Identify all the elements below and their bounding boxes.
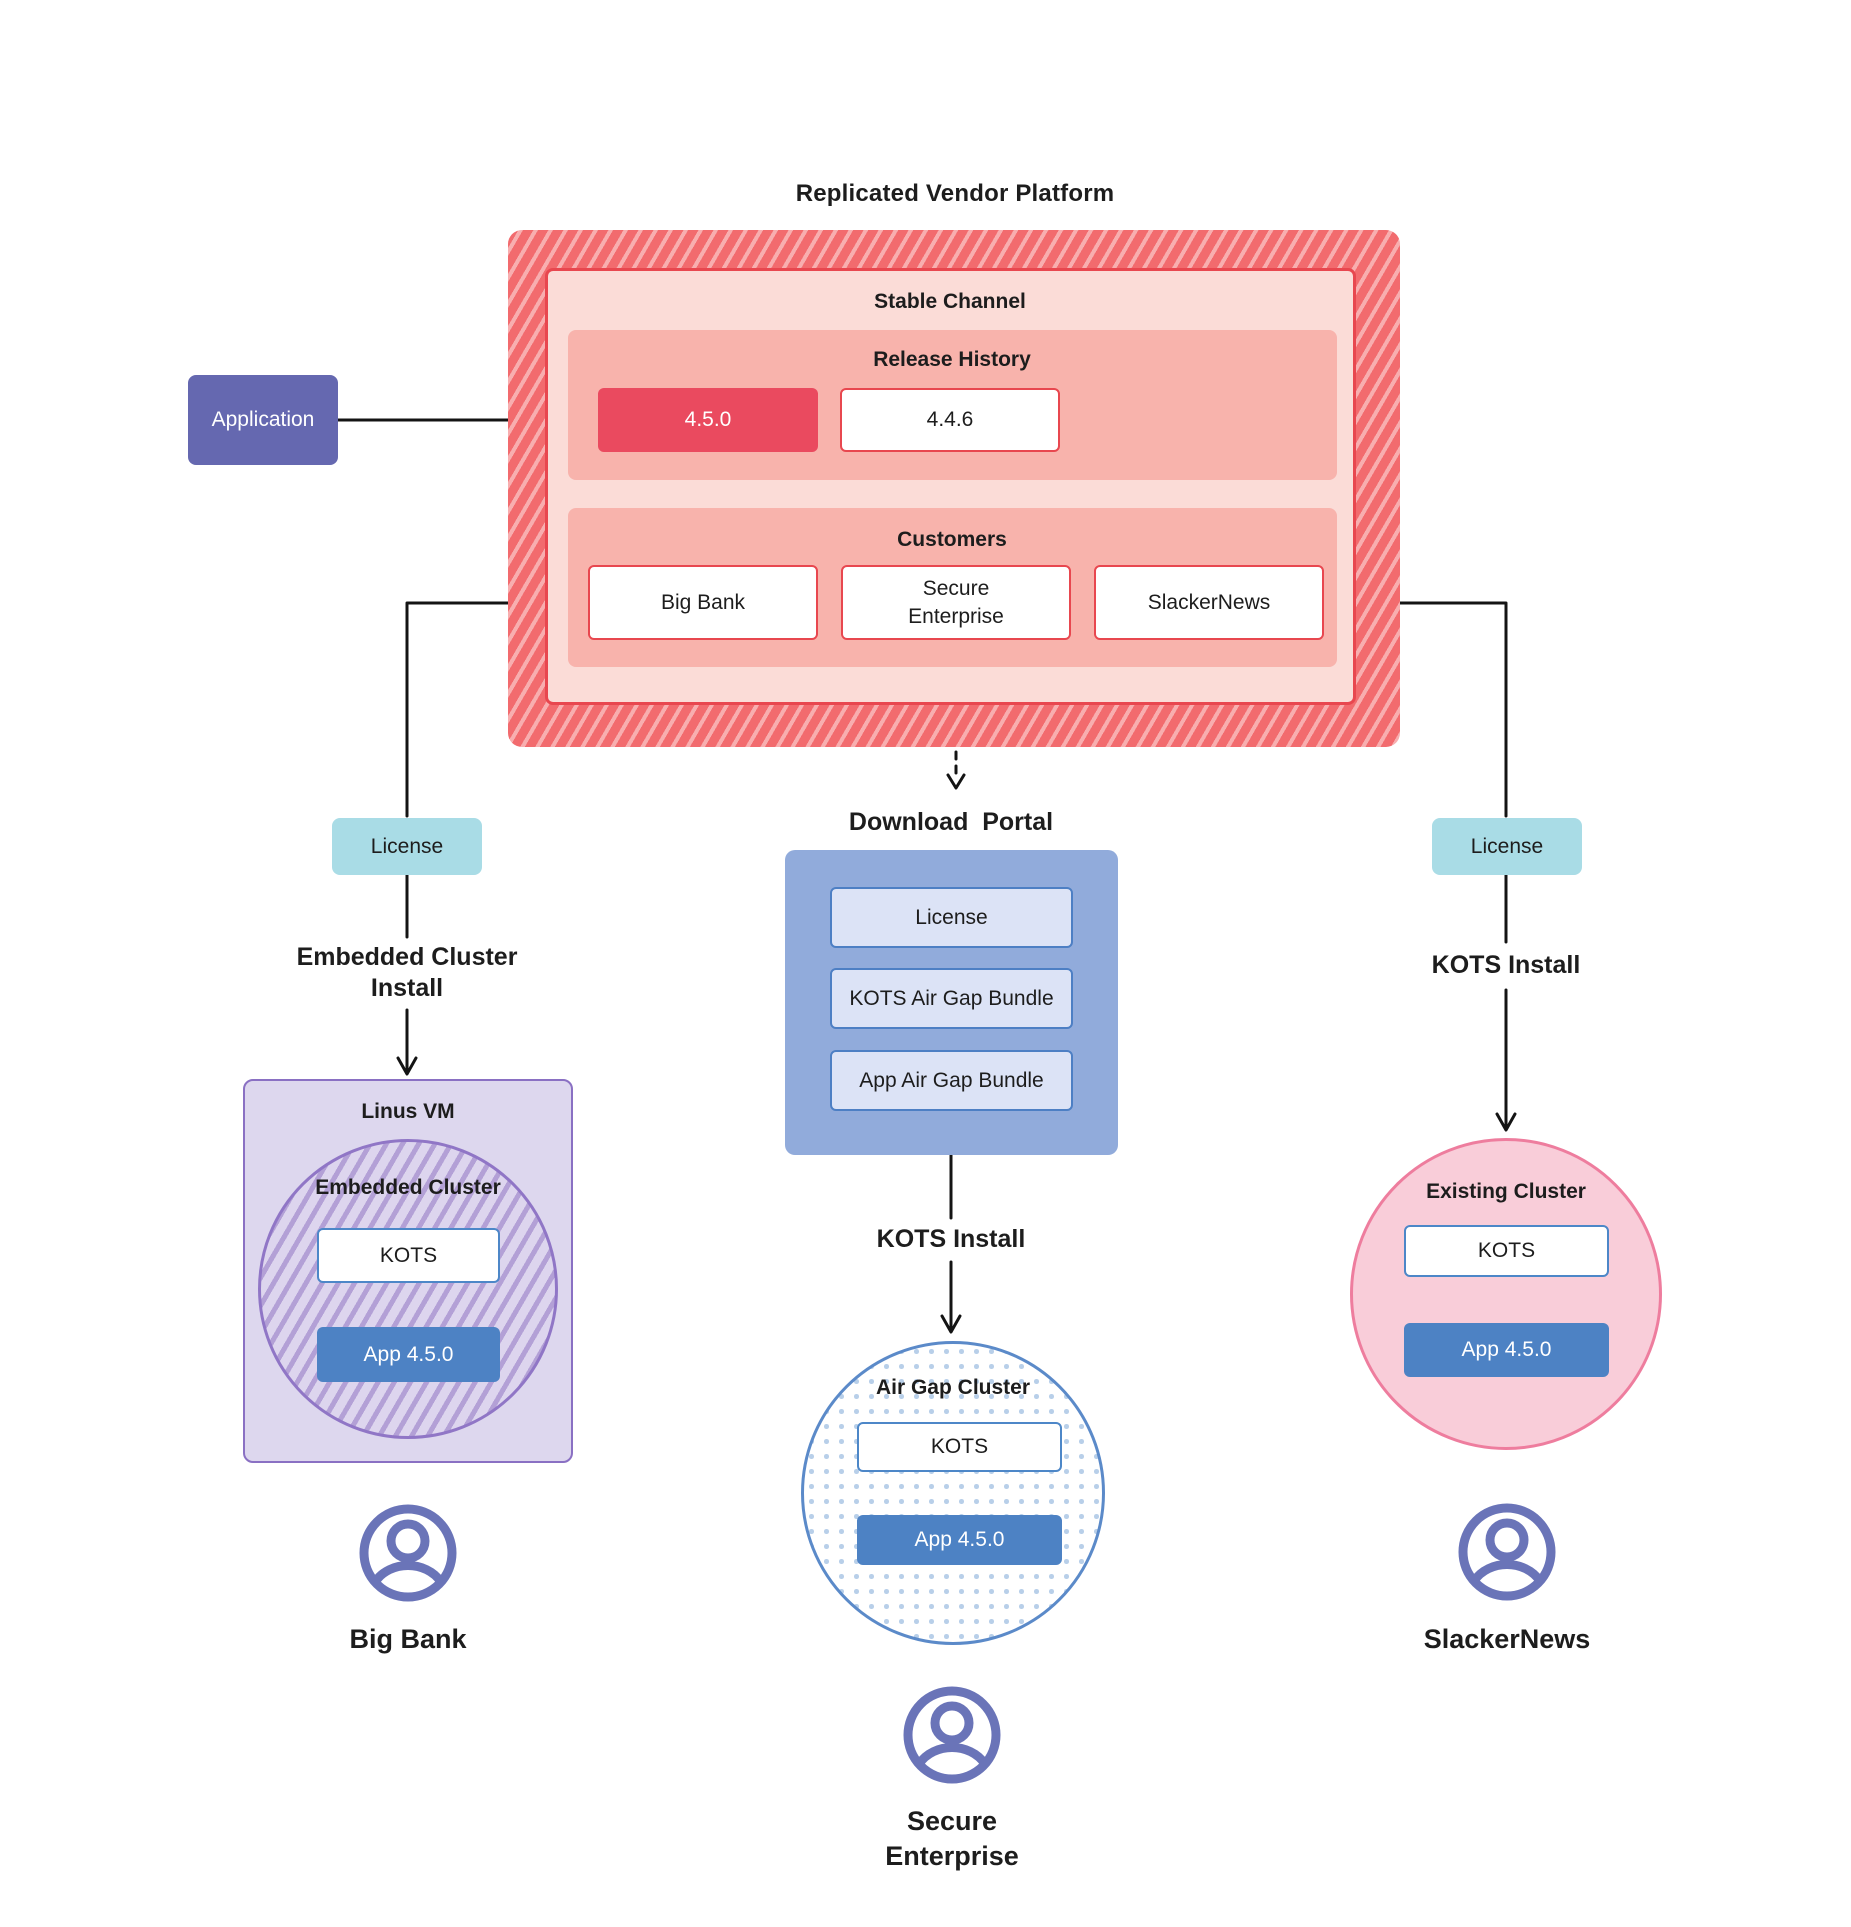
portal-item-label: App Air Gap Bundle	[859, 1068, 1044, 1092]
embedded-cluster-label: Embedded Cluster	[315, 1176, 501, 1199]
kots-node-middle: KOTS	[857, 1422, 1062, 1472]
kots-node-right: KOTS	[1404, 1225, 1609, 1277]
release-version: 4.4.6	[926, 408, 974, 431]
release-version: 4.5.0	[684, 408, 732, 431]
user-icon	[1458, 1503, 1556, 1601]
customer-secure-enterprise: Secure Enterprise	[841, 565, 1071, 640]
customer-name: SlackerNews	[1147, 590, 1271, 614]
customers-label: Customers	[897, 528, 1007, 551]
page-title: Replicated Vendor Platform	[795, 180, 1115, 207]
customer-big-bank: Big Bank	[588, 565, 818, 640]
portal-item-label: KOTS Air Gap Bundle	[849, 986, 1054, 1010]
kots-label: KOTS	[379, 1243, 438, 1267]
portal-item-kots-airgap-bundle: KOTS Air Gap Bundle	[830, 968, 1073, 1029]
user-icon	[359, 1504, 457, 1602]
license-label: License	[370, 834, 444, 858]
app-node-left: App 4.5.0	[317, 1327, 500, 1382]
user-label-big-bank: Big Bank	[349, 1624, 467, 1654]
embedded-cluster-circle	[258, 1139, 558, 1439]
kots-node-left: KOTS	[317, 1228, 500, 1283]
air-gap-cluster-circle	[801, 1341, 1105, 1645]
user-label-secure-enterprise: Secure Enterprise	[885, 1806, 1019, 1872]
user-label-slackernews: SlackerNews	[1423, 1624, 1591, 1654]
stable-channel-label: Stable Channel	[874, 290, 1026, 313]
customer-slackernews: SlackerNews	[1094, 565, 1324, 640]
customer-name: Big Bank	[660, 590, 746, 614]
application-label: Application	[211, 408, 315, 431]
kots-label: KOTS	[1477, 1239, 1536, 1262]
portal-item-label: License	[915, 905, 988, 929]
application-box: Application	[188, 375, 338, 465]
release-4-5-0: 4.5.0	[598, 388, 818, 452]
app-label: App 4.5.0	[914, 1528, 1005, 1551]
linus-vm-label: Linus VM	[361, 1100, 455, 1123]
embedded-cluster-install-label: Embedded Cluster Install	[296, 943, 518, 1003]
existing-cluster-circle	[1350, 1138, 1662, 1450]
user-icon	[903, 1686, 1001, 1784]
air-gap-cluster-label: Air Gap Cluster	[875, 1376, 1031, 1399]
release-4-4-6: 4.4.6	[840, 388, 1060, 452]
release-history-label: Release History	[873, 348, 1031, 371]
kots-label: KOTS	[930, 1435, 989, 1458]
license-label: License	[1470, 834, 1544, 858]
app-label: App 4.5.0	[1461, 1338, 1552, 1361]
kots-install-label-middle: KOTS Install	[876, 1225, 1026, 1253]
app-label: App 4.5.0	[363, 1342, 454, 1366]
app-node-right: App 4.5.0	[1404, 1323, 1609, 1377]
license-chip-right: License	[1432, 818, 1582, 875]
download-portal-label: Download Portal	[848, 808, 1054, 836]
portal-item-license: License	[830, 887, 1073, 948]
existing-cluster-label: Existing Cluster	[1426, 1180, 1586, 1203]
app-node-middle: App 4.5.0	[857, 1515, 1062, 1565]
customer-name: Secure Enterprise	[908, 577, 1004, 628]
license-chip-left: License	[332, 818, 482, 875]
kots-install-label-right: KOTS Install	[1431, 951, 1581, 979]
portal-item-app-airgap-bundle: App Air Gap Bundle	[830, 1050, 1073, 1111]
